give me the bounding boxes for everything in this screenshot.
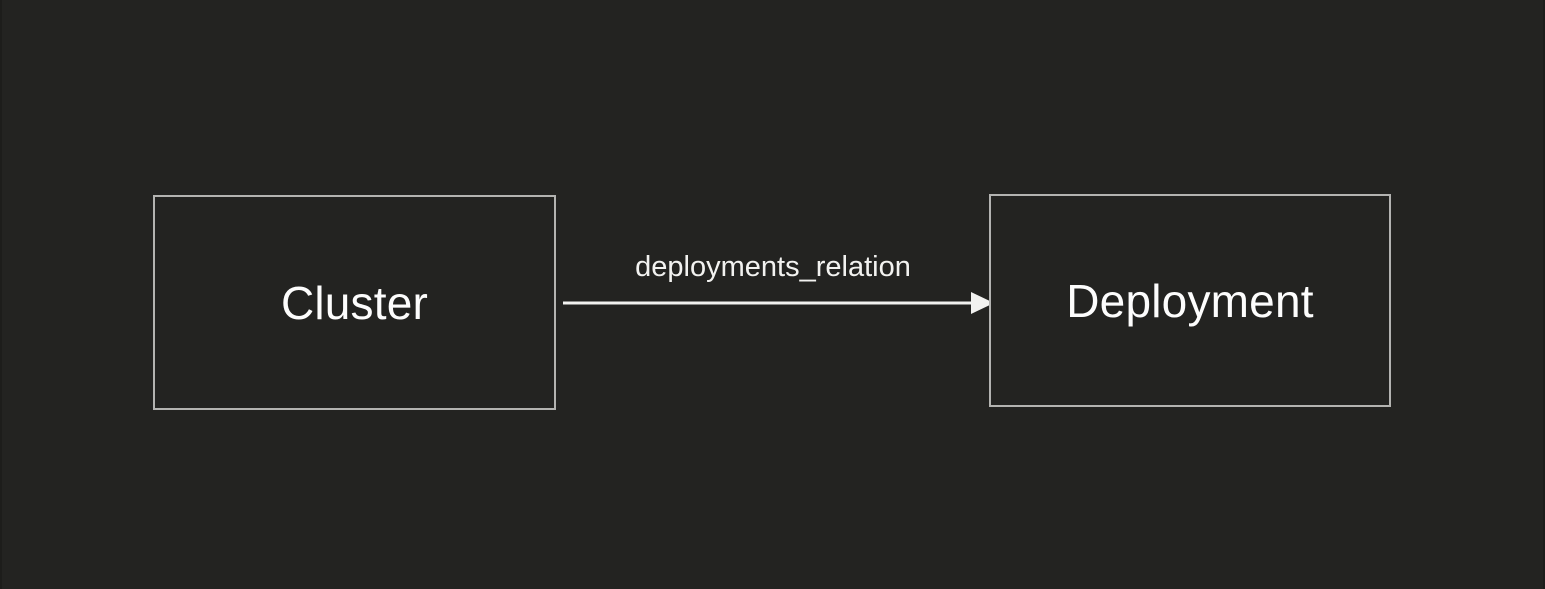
canvas-right-edge-shade — [1543, 0, 1545, 589]
node-deployment-label: Deployment — [1066, 274, 1314, 327]
node-cluster-label: Cluster — [280, 276, 429, 329]
canvas-left-edge-shade — [0, 0, 2, 589]
edge-label-deployments-relation: deployments_relation — [635, 251, 911, 283]
edge-arrowhead-icon — [971, 292, 994, 314]
edge-cluster-to-deployment[interactable] — [556, 240, 996, 320]
node-deployment[interactable]: Deployment — [989, 194, 1391, 407]
edge-arrow-icon — [563, 292, 994, 314]
node-cluster[interactable]: Cluster — [153, 195, 556, 410]
